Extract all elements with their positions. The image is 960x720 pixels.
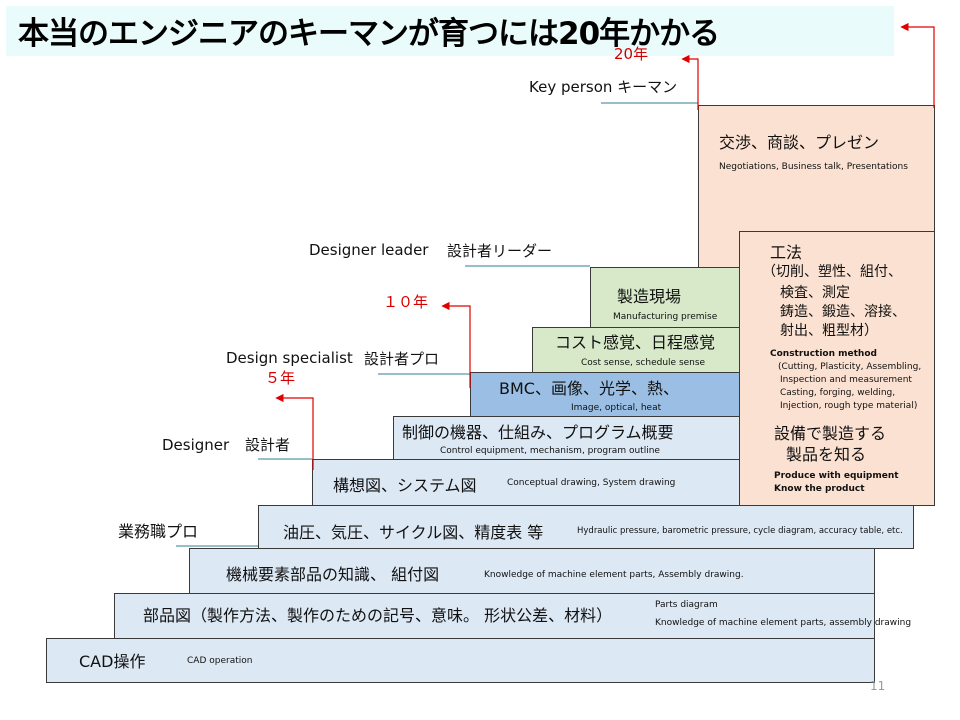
parts-en2: Knowledge of machine element parts, asse…	[655, 618, 912, 628]
site-en: Manufacturing premise	[613, 312, 718, 322]
arrow-10-years	[441, 301, 471, 388]
concept-en: Conceptual drawing, System drawing	[507, 478, 676, 488]
method-en6: Know the product	[774, 484, 865, 494]
designer-jp: 設計者	[245, 436, 291, 454]
hydraulic-jp: 油圧、気圧、サイクル図、精度表 等	[283, 523, 544, 542]
hydraulic-en: Hydraulic pressure, barometric pressure,…	[577, 526, 903, 536]
control-en: Control equipment, mechanism, program ou…	[440, 446, 660, 456]
method-jp3: 検査、測定	[780, 285, 850, 301]
step-control: 制御の機器、仕組み、プログラム概要 Control equipment, mec…	[393, 416, 740, 460]
method-en1: (Cutting, Plasticity, Assembling,	[778, 362, 922, 372]
arrow-5-years	[275, 393, 314, 470]
page-title: 本当のエンジニアのキーマンが育つには20年かかる	[18, 16, 720, 52]
milestone-10-years: １０年	[383, 293, 429, 311]
step-bmc: BMC、画像、光学、熱、 Image, optical, heat	[470, 372, 740, 417]
milestone-5-years: ５年	[265, 369, 296, 387]
key-person-label: Key person キーマン	[529, 78, 678, 96]
parts-jp: 部品図（製作方法、製作のための記号、意味。 形状公差、材料）	[143, 606, 613, 625]
step-site: 製造現場 Manufacturing premise	[590, 267, 740, 328]
page-number: 11	[870, 679, 886, 693]
bmc-jp: BMC、画像、光学、熱、	[499, 379, 679, 398]
design-specialist-en: Design specialist	[226, 349, 353, 367]
design-specialist-jp: 設計者プロ	[364, 350, 440, 368]
bmc-en: Image, optical, heat	[571, 403, 662, 413]
office-pro-label: 業務職プロ	[118, 522, 199, 541]
step-hydraulic: 油圧、気圧、サイクル図、精度表 等 Hydraulic pressure, ba…	[258, 505, 914, 549]
method-en5: Produce with equipment	[774, 471, 899, 481]
cad-en: CAD operation	[187, 656, 253, 666]
method-en3: Casting, forging, welding,	[780, 388, 896, 398]
cost-en: Cost sense, schedule sense	[581, 358, 706, 368]
parts-en1: Parts diagram	[655, 600, 718, 610]
machine-jp: 機械要素部品の知識、 組付図	[226, 565, 440, 584]
designer-en: Designer	[162, 436, 230, 454]
step-cost: コスト感覚、日程感覚 Cost sense, schedule sense	[532, 327, 740, 373]
method-jp2: （切削、塑性、組付、	[762, 264, 902, 280]
method-jp4: 鋳造、鍛造、溶接、	[780, 304, 906, 320]
designer-leader-jp: 設計者リーダー	[447, 242, 553, 260]
designer-leader-en: Designer leader	[309, 241, 429, 259]
cad-jp: CAD操作	[79, 652, 146, 671]
site-jp: 製造現場	[617, 287, 682, 306]
method-jp5: 射出、粗型材）	[780, 323, 878, 339]
milestone-20-years: 20年	[614, 45, 649, 63]
step-concept: 構想図、システム図 Conceptual drawing, System dra…	[312, 459, 740, 506]
step-parts: 部品図（製作方法、製作のための記号、意味。 形状公差、材料） Parts dia…	[114, 593, 911, 639]
machine-en: Knowledge of machine element parts, Asse…	[484, 570, 744, 580]
title-band: 本当のエンジニアのキーマンが育つには20年かかる	[6, 6, 894, 56]
method-en2: Inspection and measurement	[780, 375, 912, 385]
cost-jp: コスト感覚、日程感覚	[555, 333, 716, 352]
method-en4: Injection, rough type material)	[780, 401, 918, 411]
method-jp7: 製品を知る	[786, 445, 867, 464]
step-cad: CAD操作 CAD operation	[46, 638, 875, 683]
arrow-20-years	[681, 54, 699, 110]
concept-jp: 構想図、システム図	[333, 476, 477, 495]
method-jp6: 設備で製造する	[774, 424, 887, 443]
negotiation-jp: 交渉、商談、プレゼン	[719, 133, 880, 152]
arrow-title	[900, 22, 935, 108]
construction-method-box: 工法 （切削、塑性、組付、 検査、測定 鋳造、鍛造、溶接、 射出、粗型材） Co…	[739, 231, 935, 506]
method-en-title: Construction method	[770, 349, 877, 359]
method-jp1: 工法	[770, 243, 803, 262]
control-jp: 制御の機器、仕組み、プログラム概要	[402, 423, 674, 442]
negotiation-en: Negotiations, Business talk, Presentatio…	[719, 162, 908, 172]
